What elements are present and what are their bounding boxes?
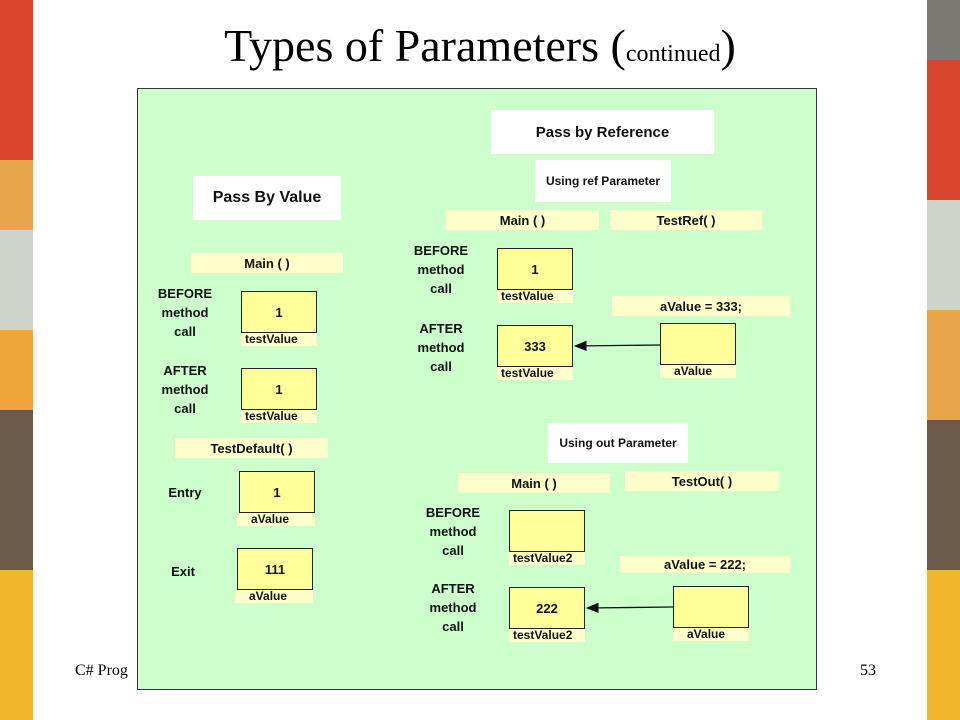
- out-arrow: [585, 602, 674, 614]
- pbv-after-var: testValue: [241, 410, 317, 423]
- out-param-var: aValue: [673, 628, 749, 641]
- pbv-before-value-box: 1: [241, 291, 317, 333]
- pbv-exit-var: aValue: [235, 590, 313, 603]
- out-assign-label: aValue = 222;: [620, 556, 790, 573]
- ref-assign-label: aValue = 333;: [612, 296, 790, 316]
- out-method-label: TestOut( ): [625, 471, 779, 491]
- pbv-before-var: testValue: [241, 333, 317, 346]
- out-before-var: testValue2: [509, 552, 585, 565]
- ref-after-value-box: 333: [497, 325, 573, 367]
- slide-title-continued: continued: [625, 41, 721, 67]
- out-after-value-box: 222: [509, 587, 585, 629]
- pbv-after-value-box: 1: [241, 368, 317, 410]
- pbv-exit-value-box: 111: [237, 548, 313, 590]
- reference-arrows: [573, 340, 674, 614]
- ref-before-label: BEFORE method call: [413, 243, 469, 296]
- out-before-value-box: [509, 510, 585, 552]
- ref-param-var: aValue: [660, 365, 736, 378]
- ref-param-box: [660, 323, 736, 365]
- out-main-label: Main ( ): [458, 473, 610, 493]
- ref-after-var: testValue: [497, 367, 573, 380]
- pbv-before-label: BEFORE method call: [157, 286, 213, 339]
- pass-by-reference-heading: Pass by Reference: [491, 110, 714, 154]
- pbv-exit-label: Exit: [171, 564, 195, 579]
- out-after-label: AFTER method call: [429, 581, 477, 634]
- right-decoration: [927, 0, 960, 720]
- ref-before-value-box: 1: [497, 248, 573, 290]
- ref-subheading: Using ref Parameter: [535, 160, 671, 202]
- ref-arrow: [573, 340, 661, 352]
- slide-title: Types of Parameters (continued): [224, 20, 736, 71]
- pass-by-value-heading: Pass By Value: [193, 176, 341, 220]
- ref-before-var: testValue: [497, 290, 573, 303]
- pbv-main-label: Main ( ): [191, 253, 343, 273]
- parameter-diagram: Pass By Value Main ( ) BEFORE method cal…: [137, 88, 817, 690]
- out-after-var: testValue2: [509, 629, 585, 642]
- pbv-entry-value-box: 1: [239, 471, 315, 513]
- pbv-entry-label: Entry: [168, 485, 202, 500]
- pbv-method-label: TestDefault( ): [175, 438, 328, 458]
- left-decoration: [0, 0, 33, 720]
- out-param-box: [673, 586, 749, 628]
- ref-after-label: AFTER method call: [417, 321, 465, 374]
- page-number: 53: [860, 662, 876, 679]
- pbv-entry-var: aValue: [237, 513, 315, 526]
- pbv-after-label: AFTER method call: [161, 363, 209, 416]
- ref-main-label: Main ( ): [446, 210, 599, 230]
- footer-course: C# Prog: [75, 662, 128, 679]
- out-before-label: BEFORE method call: [425, 505, 481, 558]
- out-subheading: Using out Parameter: [548, 423, 688, 463]
- ref-method-label: TestRef( ): [610, 210, 762, 230]
